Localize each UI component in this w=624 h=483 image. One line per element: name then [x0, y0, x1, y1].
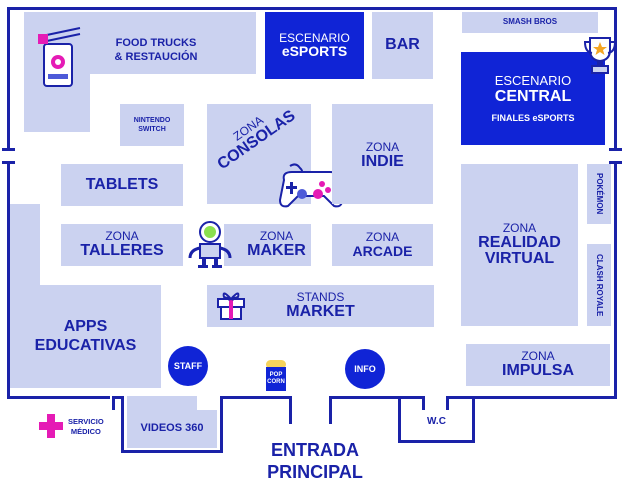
zone-left-strip [10, 204, 40, 286]
door-left-mark2 [2, 161, 15, 164]
zone-impulsa: ZONA IMPULSA [466, 344, 610, 386]
gift-icon [217, 292, 245, 320]
door-right-mark2 [609, 161, 622, 164]
wall-left-bottom [7, 163, 10, 399]
staff-marker: STAFF [168, 346, 208, 386]
zone-clash-royale: CLASH ROYALE [587, 244, 611, 326]
wall-videos-left [112, 396, 115, 410]
wall-videos-box-bottom [121, 450, 223, 453]
zone-bar: BAR [372, 12, 433, 79]
wall-videos-box-right [220, 396, 223, 452]
zone-indie: ZONA INDIE [332, 104, 433, 204]
zone-videos-top [127, 396, 197, 410]
wall-wc-bottom [398, 440, 475, 443]
wall-wc-inner2 [446, 396, 449, 410]
food-truck-icon [38, 27, 81, 87]
wall-wc-inner1 [422, 396, 425, 410]
wall-entrance-right [329, 396, 332, 424]
wall-top [7, 7, 617, 10]
food-trucks-label: FOOD TRUCKS& RESTAUCIÓN [114, 37, 198, 63]
wall-right-top [614, 7, 617, 149]
door-right-mark1 [609, 148, 622, 151]
wall-bottom-1 [7, 396, 110, 399]
wall-left-top [7, 7, 10, 149]
wall-videos-box-left [121, 396, 124, 452]
zone-pokemon: POKÉMON [587, 164, 611, 224]
wall-bottom-4 [329, 396, 401, 399]
gamepad-icon [278, 163, 344, 208]
zone-escenario-esports: ESCENARIO eSPORTS [265, 12, 364, 79]
door-left-mark1 [2, 148, 15, 151]
wc-label: W.C [427, 416, 446, 427]
wall-bottom-5 [398, 396, 425, 399]
zone-escenario-central: ESCENARIO CENTRAL FINALES eSPORTS [461, 52, 605, 145]
wall-entrance-left [289, 396, 292, 424]
wall-bottom-3 [220, 396, 292, 399]
info-marker: INFO [345, 349, 385, 389]
zone-realidad-virtual: ZONA REALIDAD VIRTUAL [461, 164, 578, 326]
wall-bottom-2 [112, 396, 124, 399]
zone-arcade: ZONA ARCADE [332, 224, 433, 266]
zone-videos-360: VIDEOS 360 [127, 410, 217, 448]
wall-bottom-6 [446, 396, 617, 399]
robot-icon [188, 221, 232, 268]
zone-maker: ZONA MAKER [224, 224, 311, 266]
zone-smash-bros: SMASH BROS [462, 12, 598, 33]
trophy-icon [583, 37, 617, 74]
wall-wc-left [398, 396, 401, 442]
wall-right-bottom [614, 163, 617, 399]
medical-cross-icon [39, 414, 63, 438]
zone-tablets: TABLETS [61, 164, 183, 206]
zone-talleres: ZONA TALLERES [61, 224, 183, 266]
wall-wc-right [472, 396, 475, 442]
